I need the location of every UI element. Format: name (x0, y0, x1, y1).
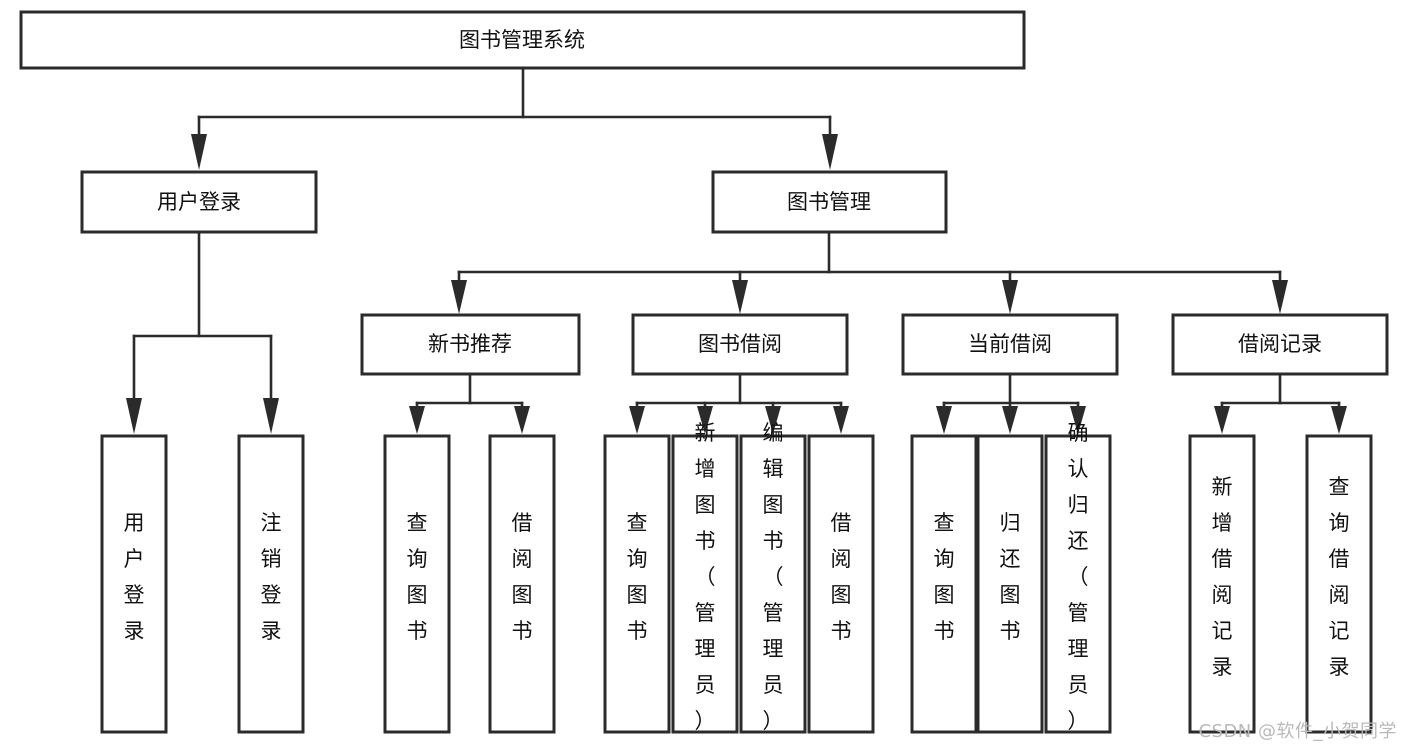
leaf-book-borrow-1[interactable]: 新增图书（管理员） (671, 421, 739, 734)
leaf-borrow-record-0[interactable]: 新增借阅记录 (1188, 434, 1256, 734)
leaf-label: 查询图书 (934, 511, 955, 643)
connector-root-to-level2 (191, 66, 838, 170)
leaf-box (1188, 434, 1256, 734)
leaf-borrow-record-1[interactable]: 查询借阅记录 (1305, 434, 1373, 734)
leaf-user-login-1[interactable]: 注销登录 (237, 434, 305, 734)
leaf-current-borrow-0[interactable]: 查询图书 (910, 434, 978, 734)
arrow-head-icon (1214, 406, 1230, 434)
leaf-label: 查询借阅记录 (1329, 475, 1350, 679)
arrow-head-icon (1002, 280, 1018, 314)
leaf-box (671, 434, 739, 734)
arrow-head-icon (833, 406, 849, 434)
arrow-head-icon (514, 406, 530, 434)
leaf-box (1305, 434, 1373, 734)
leaf-label: 用户登录 (124, 511, 145, 643)
connector-borrow-record-to-leaves (1214, 372, 1347, 434)
node-current-borrow[interactable]: 当前借阅 (901, 313, 1119, 376)
arrow-head-icon (126, 398, 142, 434)
current-borrow-box (901, 313, 1119, 376)
leaf-new-book-recommend-1[interactable]: 借阅图书 (488, 434, 556, 734)
borrow-record-label: 借阅记录 (1238, 332, 1322, 356)
leaf-book-borrow-3[interactable]: 借阅图书 (807, 434, 875, 734)
current-borrow-label: 当前借阅 (968, 332, 1052, 356)
arrow-head-icon (732, 280, 748, 314)
leaf-current-borrow-1[interactable]: 归还图书 (976, 434, 1044, 734)
arrow-head-icon (1002, 406, 1018, 434)
new-book-recommend-label: 新书推荐 (428, 332, 512, 356)
node-root[interactable]: 图书管理系统 (19, 10, 1026, 70)
arrow-head-icon (629, 406, 645, 434)
leaf-label: 借阅图书 (831, 511, 852, 643)
new-book-recommend-box (360, 313, 581, 376)
leaf-new-book-recommend-0[interactable]: 查询图书 (383, 434, 451, 734)
node-user-login[interactable]: 用户登录 (80, 170, 318, 234)
leaf-box (739, 434, 807, 734)
node-new-book-recommend[interactable]: 新书推荐 (360, 313, 581, 376)
leaf-current-borrow-2[interactable]: 确认归还（管理员） (1044, 421, 1112, 734)
leaf-box (1044, 434, 1112, 734)
root-label: 图书管理系统 (459, 28, 585, 52)
arrow-head-icon (1272, 280, 1288, 314)
leaf-label: 查询图书 (627, 511, 648, 643)
arrow-head-icon (263, 398, 279, 434)
leaf-label: 查询图书 (407, 511, 428, 643)
watermark-text: CSDN @软件_小贺同学 (1198, 721, 1397, 742)
leaf-box (976, 434, 1044, 734)
arrow-head-icon (451, 280, 467, 314)
leaf-label: 确认归还（管理员） (1068, 421, 1089, 733)
leaf-box (488, 434, 556, 734)
leaf-label: 新增图书（管理员） (695, 421, 716, 733)
node-book-borrow[interactable]: 图书借阅 (631, 313, 849, 376)
connector-book-management-to-level3 (451, 230, 1288, 314)
connector-book-borrow-to-leaves (629, 372, 849, 434)
leaf-box (100, 434, 168, 734)
arrow-head-icon (1070, 406, 1086, 434)
book-management-label: 图书管理 (787, 190, 871, 214)
arrow-head-icon (697, 406, 713, 434)
connector-current-borrow-to-leaves (936, 372, 1086, 434)
leaf-user-login-0[interactable]: 用户登录 (100, 434, 168, 734)
leaf-label: 新增借阅记录 (1212, 475, 1233, 679)
arrow-head-icon (765, 406, 781, 434)
leaf-box (910, 434, 978, 734)
user-login-label: 用户登录 (157, 190, 241, 214)
leaf-label: 注销登录 (261, 511, 282, 643)
arrow-head-icon (409, 406, 425, 434)
node-book-management[interactable]: 图书管理 (711, 170, 948, 234)
leaf-box (603, 434, 671, 734)
root-box (19, 10, 1026, 70)
book-borrow-label: 图书借阅 (698, 332, 782, 356)
leaf-book-borrow-0[interactable]: 查询图书 (603, 434, 671, 734)
user-login-box (80, 170, 318, 234)
leaf-label: 归还图书 (1000, 511, 1021, 643)
connector-user-login-to-leaves (126, 230, 279, 434)
leaf-box (237, 434, 305, 734)
leaf-label: 编辑图书（管理员） (763, 421, 784, 733)
connector-new-book-recommend-to-leaves (409, 372, 530, 434)
leaf-book-borrow-2[interactable]: 编辑图书（管理员） (739, 421, 807, 734)
arrow-head-icon (191, 134, 207, 170)
leaf-box (383, 434, 451, 734)
arrow-head-icon (1331, 406, 1347, 434)
node-borrow-record[interactable]: 借阅记录 (1171, 313, 1389, 376)
leaf-label: 借阅图书 (512, 511, 533, 643)
leaf-box (807, 434, 875, 734)
arrow-head-icon (822, 134, 838, 170)
arrow-head-icon (936, 406, 952, 434)
